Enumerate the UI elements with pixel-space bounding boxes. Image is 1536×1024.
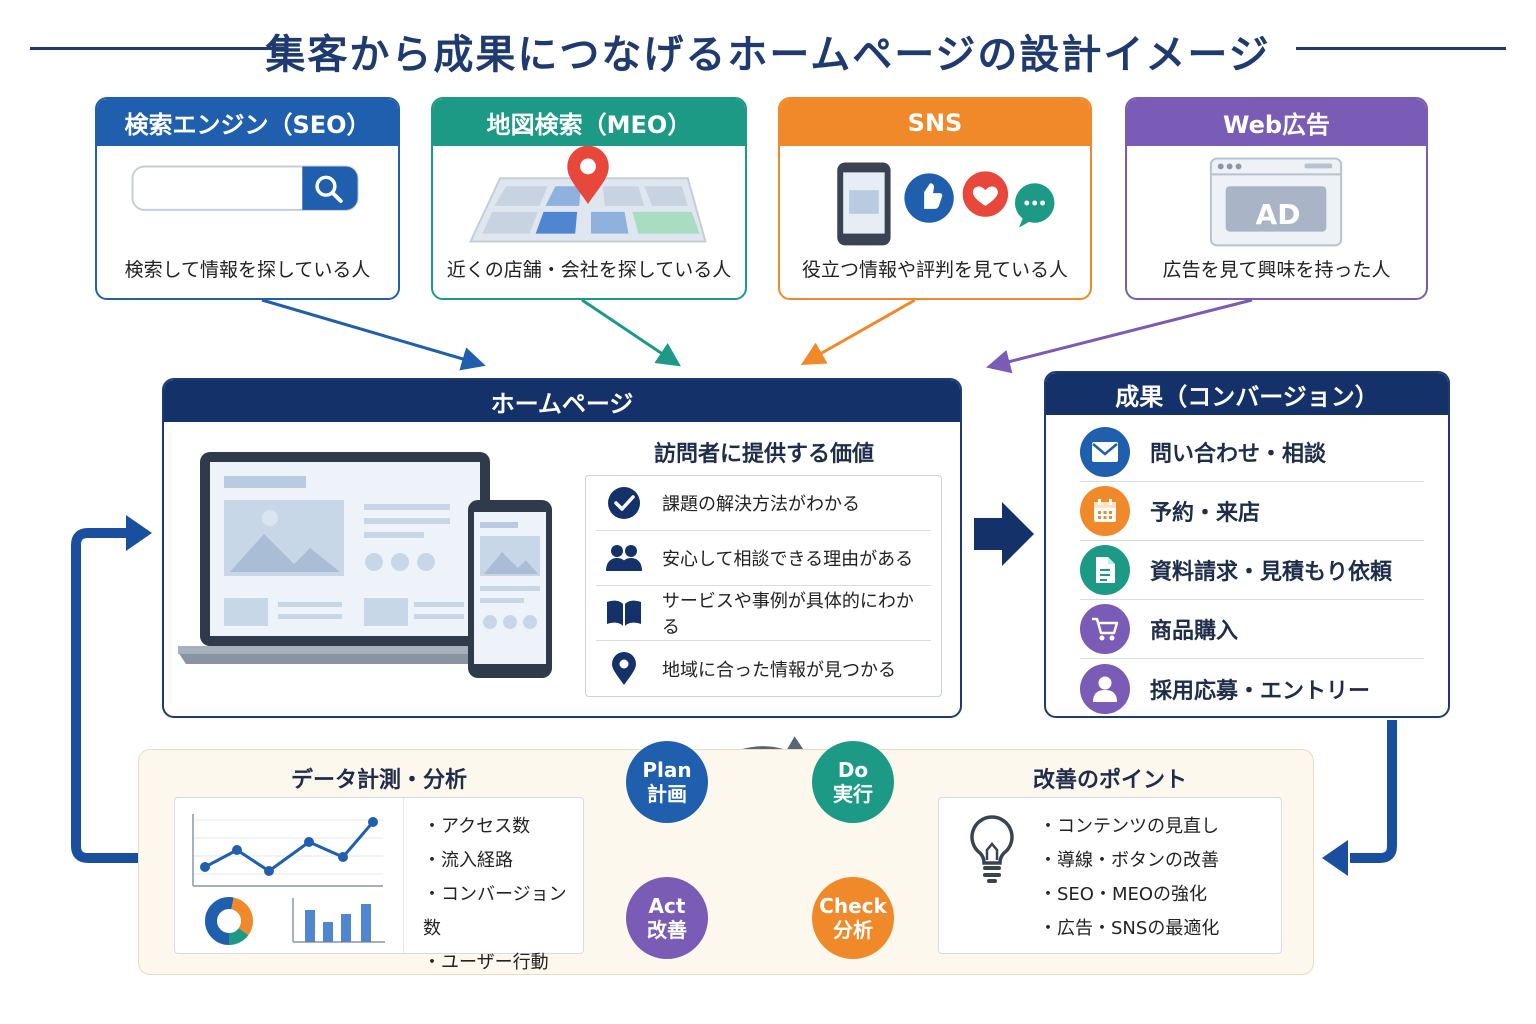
- conversion-item: 予約・来店: [1080, 482, 1424, 541]
- source-card-desc: 広告を見て興味を持った人: [1162, 259, 1391, 281]
- value-item: 安心して相談できる理由がある: [596, 531, 931, 586]
- improve-box: ・コンテンツの見直し ・導線・ボタンの改善 ・SEO・MEOの強化 ・広告・SN…: [938, 797, 1282, 954]
- source-card-header: 検索エンジン（SEO）: [97, 99, 398, 146]
- check-icon: [604, 486, 644, 520]
- source-card-header: Web広告: [1127, 99, 1426, 146]
- ad-window-icon: [1209, 157, 1343, 247]
- analytics-item: ・ユーザー行動: [423, 952, 549, 973]
- source-card-desc: 役立つ情報や評判を見ている人: [801, 259, 1068, 281]
- bar-chart-icon: [292, 898, 385, 943]
- donut-chart-icon: [205, 897, 253, 945]
- improve-item: ・広告・SNSの最適化: [1039, 918, 1220, 939]
- improve-items: ・コンテンツの見直し ・導線・ボタンの改善 ・SEO・MEOの強化 ・広告・SN…: [1039, 810, 1219, 946]
- value-item: 地域に合った情報が見つかる: [596, 641, 931, 696]
- conversion-item: 採用応募・エントリー: [1080, 659, 1424, 716]
- analytics-title: データ計測・分析: [290, 768, 467, 793]
- title-line-left: [30, 47, 285, 50]
- value-item-text: 地域に合った情報が見つかる: [662, 659, 896, 681]
- conversion-item-text: 資料請求・見積もり依頼: [1150, 560, 1393, 585]
- value-item-text: サービスや事例が具体的にわかる: [661, 591, 914, 638]
- mail-icon: [1080, 427, 1130, 477]
- homepage-panel-header: ホームページ: [164, 380, 960, 422]
- lightbulb-icon: [970, 815, 1014, 883]
- people-icon: [604, 541, 644, 575]
- conversion-item-text: 予約・来店: [1150, 501, 1261, 526]
- source-card-ad: Web広告 AD 広告を見て興味を持った人: [1125, 97, 1428, 300]
- laptop-and-phone-illustration: [178, 452, 552, 678]
- source-card-desc: 検索して情報を探している人: [124, 259, 371, 281]
- pdca-ja: 分析: [833, 918, 873, 942]
- source-card-title: Web広告: [1222, 111, 1331, 139]
- map-pin-icon: [468, 146, 707, 243]
- conversion-item: 商品購入: [1080, 600, 1424, 659]
- document-icon: [1080, 545, 1130, 595]
- source-card-meo: 地図検索（MEO） 近くの店舗・会社を探している人: [431, 97, 747, 300]
- analytics-item: ・アクセス数: [423, 816, 531, 837]
- conversion-item: 資料請求・見積もり依頼: [1080, 541, 1424, 600]
- location-pin-icon: [604, 651, 644, 686]
- source-card-title: SNS: [907, 108, 963, 137]
- homepage-panel-title: ホームページ: [490, 389, 634, 418]
- ad-label: AD: [1255, 198, 1301, 231]
- conversion-panel-title: 成果（コンバージョン）: [1115, 382, 1379, 411]
- calendar-icon: [1080, 486, 1130, 536]
- source-card-desc: 近くの店舗・会社を探している人: [446, 259, 732, 281]
- improve-title: 改善のポイント: [1032, 768, 1187, 793]
- improve-item: ・導線・ボタンの改善: [1039, 850, 1219, 871]
- value-item: 課題の解決方法がわかる: [596, 476, 931, 531]
- source-card-header: SNS: [780, 99, 1090, 146]
- pdca-en: Do: [837, 758, 869, 782]
- analytics-item: ・流入経路: [423, 850, 513, 871]
- pdca-ja: 実行: [833, 782, 873, 806]
- pdca-en: Plan: [642, 758, 692, 782]
- pdca-ja: 計画: [647, 782, 687, 806]
- source-card-sns: SNS 役立つ情報や評判を見ている人: [778, 97, 1092, 300]
- line-chart-icon: [192, 814, 383, 887]
- user-icon: [1080, 663, 1130, 714]
- pdca-en: Check: [819, 894, 887, 918]
- source-card-title: 地図検索（MEO）: [486, 111, 692, 139]
- pdca-ja: 改善: [647, 918, 687, 942]
- conversion-item-text: 採用応募・エントリー: [1150, 678, 1371, 704]
- value-item: サービスや事例が具体的にわかる: [596, 586, 931, 641]
- value-item-text: 課題の解決方法がわかる: [662, 494, 860, 515]
- analytics-item: ・コンバージョン数: [423, 884, 567, 939]
- improve-item: ・コンテンツの見直し: [1039, 816, 1219, 837]
- conversion-panel-header: 成果（コンバージョン）: [1046, 373, 1448, 415]
- book-icon: [604, 596, 644, 630]
- analytics-items: ・アクセス数 ・流入経路 ・コンバージョン数 ・ユーザー行動: [423, 810, 583, 980]
- conversion-panel: 成果（コンバージョン） 問い合わせ・相談 予約・来店 資料請求・見積もり依頼 商…: [1044, 371, 1450, 718]
- analytics-box: ・アクセス数 ・流入経路 ・コンバージョン数 ・ユーザー行動: [174, 797, 584, 973]
- analytics-divider: [403, 798, 404, 953]
- search-bar-icon: [131, 165, 359, 211]
- values-list: 課題の解決方法がわかる 安心して相談できる理由がある サービスや事例が具体的にわ…: [585, 475, 942, 697]
- cart-icon: [1080, 604, 1130, 654]
- conversion-item-text: 問い合わせ・相談: [1150, 442, 1327, 467]
- title-line-right: [1296, 47, 1506, 50]
- source-card-header: 地図検索（MEO）: [433, 99, 745, 146]
- source-card-seo: 検索エンジン（SEO） 検索して情報を探している人: [95, 97, 400, 300]
- values-title: 訪問者に提供する価値: [653, 442, 874, 467]
- pdca-en: Act: [648, 894, 686, 918]
- source-card-title: 検索エンジン（SEO）: [124, 111, 371, 139]
- value-item-text: 安心して相談できる理由がある: [662, 549, 914, 570]
- conversion-item-text: 商品購入: [1150, 619, 1239, 644]
- conversion-item: 問い合わせ・相談: [1080, 423, 1424, 482]
- homepage-panel: ホームページ 訪問者に提供する価値 課題の解決方法がわかる: [162, 378, 962, 718]
- sns-icons: [837, 162, 1055, 246]
- page-title: 集客から成果につなげるホームページの設計イメージ: [265, 32, 1271, 78]
- improve-item: ・SEO・MEOの強化: [1039, 884, 1208, 905]
